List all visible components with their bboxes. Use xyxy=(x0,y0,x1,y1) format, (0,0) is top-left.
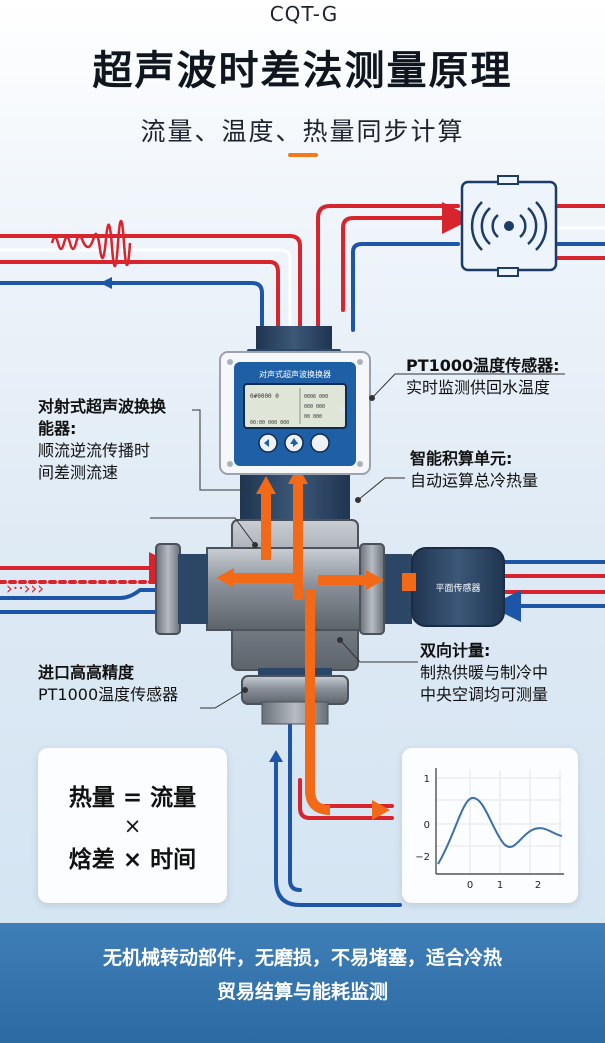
right-pipe-lines xyxy=(489,560,605,622)
formula-line-2: 焓差 × 时间 xyxy=(68,847,197,873)
page-subtitle: 流量、温度、热量同步计算 xyxy=(140,117,465,146)
lcd-right-reading-1: 0006 000 xyxy=(304,394,328,400)
callout-text: 实时监测供回水温度 xyxy=(406,378,551,397)
x-tick-2: 2 xyxy=(535,880,541,891)
callout-heading: 进口高高精度 xyxy=(38,663,135,682)
model-label: CQT-G xyxy=(269,2,339,26)
y-tick-1: 1 xyxy=(424,774,430,785)
callout-bidirectional: 双向计量: 制热供暖与制冷中 中央空调均可测量 xyxy=(420,640,600,706)
lcd-bottom-reading: 00:00 000 000 xyxy=(250,420,289,426)
waveform-graph: 1 0 −2 0 1 2 xyxy=(415,768,564,891)
waveform-graph-card: 1 0 −2 0 1 2 xyxy=(402,748,578,903)
x-tick-0: 0 xyxy=(467,880,473,891)
callout-heading-line2: 能器: xyxy=(38,419,77,438)
cold-pipe-lines xyxy=(0,242,605,332)
formula-line-1: 热量 = 流量 xyxy=(68,785,197,811)
ultrasonic-wave xyxy=(50,219,132,268)
x-tick-1: 1 xyxy=(497,880,503,891)
callout-text: 自动运算总冷热量 xyxy=(410,471,539,490)
page-title: 超声波时差法测量原理 xyxy=(92,48,513,94)
ultrasonic-sensor-icon xyxy=(460,175,558,277)
callout-heading: PT1000温度传感器: xyxy=(406,356,560,375)
flow-arrow-top-left xyxy=(100,277,112,289)
title-accent-bar xyxy=(288,153,318,157)
callout-transducer: 对射式超声波换换 能器: 顺流逆流传播时 间差测流速 xyxy=(38,396,208,484)
panel-label: 对声式超声波换换器 xyxy=(259,369,331,379)
callout-text-line1: 顺流逆流传播时 xyxy=(38,441,151,460)
left-pipe-lines xyxy=(0,552,181,614)
probe-label: 平面传感器 xyxy=(435,582,480,594)
footer-line-2: 贸易结算与能耗监测 xyxy=(216,981,388,1003)
flow-chevrons: ›··››› xyxy=(6,579,44,599)
callout-text-line2: 中央空调均可测量 xyxy=(420,685,549,704)
hot-pipe-lines xyxy=(0,202,605,332)
callout-text-line2: 间差测流速 xyxy=(38,463,119,482)
internal-flow-arrows xyxy=(230,480,370,815)
lcd-right-reading-2: 000 000 xyxy=(304,404,325,410)
callout-text: PT1000温度传感器 xyxy=(38,685,179,704)
callout-text-line1: 制热供暖与制冷中 xyxy=(420,663,549,682)
lcd-main-reading: 0#0000 0 xyxy=(250,393,279,400)
footer-line-1: 无机械转动部件，无磨损，不易堵塞，适合冷热 xyxy=(102,947,502,969)
control-panel xyxy=(219,351,371,475)
callout-heading-line1: 对射式超声波换换 xyxy=(38,397,167,416)
y-tick-neg2: −2 xyxy=(415,852,430,863)
callout-integrator: 智能积算单元: 自动运算总冷热量 xyxy=(410,448,590,492)
callout-heading: 智能积算单元: xyxy=(410,449,513,468)
callout-inlet-sensor: 进口高高精度 PT1000温度传感器 xyxy=(38,662,208,706)
footer-banner: 无机械转动部件，无磨损，不易堵塞，适合冷热 贸易结算与能耗监测 xyxy=(0,923,605,1043)
formula-times: × xyxy=(123,814,142,838)
callout-heading: 双向计量: xyxy=(420,641,491,660)
internal-flow-arrowheads xyxy=(216,466,390,820)
y-tick-0: 0 xyxy=(424,820,430,831)
lcd-right-reading-3: 00 000 xyxy=(304,414,322,420)
footer-text: 无机械转动部件，无磨损，不易堵塞，适合冷热 贸易结算与能耗监测 xyxy=(40,941,565,1009)
callout-pt1000-top: PT1000温度传感器: 实时监测供回水温度 xyxy=(406,355,596,399)
waveform-curve xyxy=(437,797,563,865)
formula-card: 热量 = 流量 × 焓差 × 时间 xyxy=(38,748,227,903)
callout-leaders xyxy=(150,373,565,709)
flow-arrow-bottom xyxy=(269,750,283,762)
